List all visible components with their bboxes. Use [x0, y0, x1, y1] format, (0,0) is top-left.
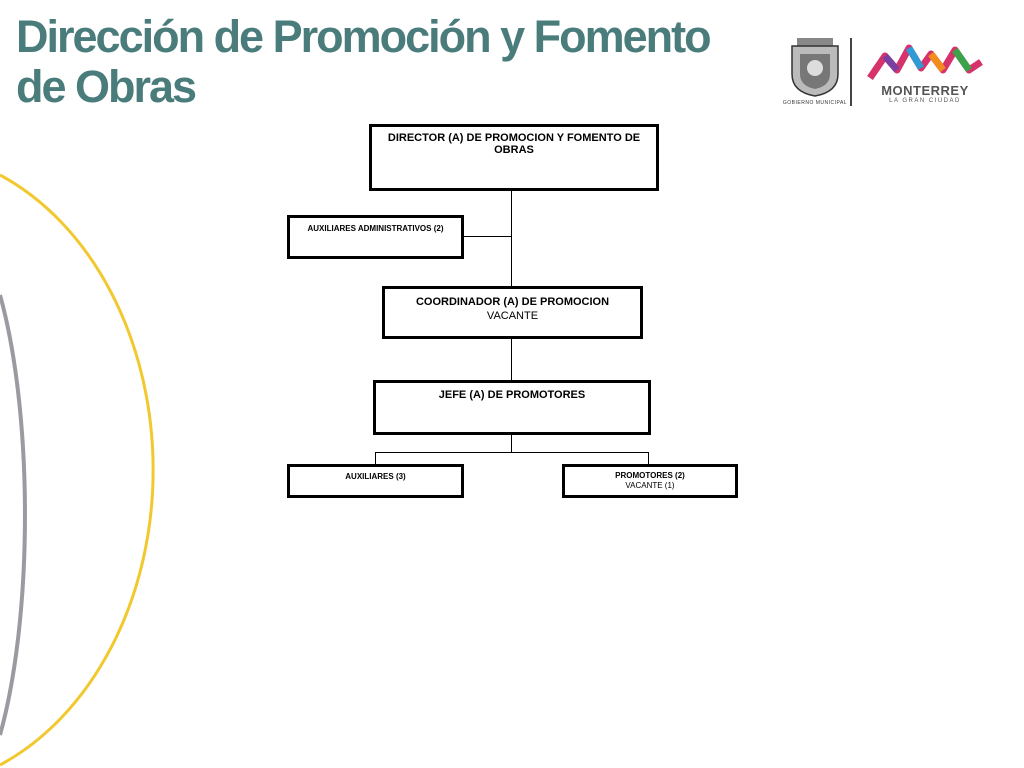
connector-coordinator-head	[511, 338, 512, 381]
promoters-head-box: JEFE (A) DE PROMOTORES	[373, 380, 651, 435]
connector-bus-assistants	[375, 452, 376, 465]
assistants-box: AUXILIARES (3)	[287, 464, 464, 498]
connector-bus-promoters	[648, 452, 649, 465]
city-name: MONTERREY	[881, 83, 969, 98]
coordinator-box: COORDINADOR (A) DE PROMOCION VACANTE	[382, 286, 643, 339]
coordinator-status: VACANTE	[486, 310, 539, 322]
promoters-status: VACANTE (1)	[625, 481, 675, 490]
director-title: DIRECTOR (A) DE PROMOCION Y FOMENTO DE O…	[387, 132, 641, 156]
promoters-title: PROMOTORES (2)	[615, 471, 685, 480]
monterrey-mountains-icon	[867, 44, 983, 80]
connector-admin-assistants	[462, 236, 512, 237]
logo-area: GOBIERNO MUNICIPAL MONTERREY LA GRAN CIU…	[780, 34, 1000, 114]
municipal-label: GOBIERNO MUNICIPAL	[782, 100, 848, 106]
admin-assistants-title: AUXILIARES ADMINISTRATIVOS (2)	[307, 224, 444, 233]
coordinator-title: COORDINADOR (A) DE PROMOCION	[415, 296, 610, 308]
admin-assistants-box: AUXILIARES ADMINISTRATIVOS (2)	[287, 215, 464, 259]
connector-bus	[375, 452, 649, 453]
logo-divider	[850, 38, 852, 106]
promoters-box: PROMOTORES (2) VACANTE (1)	[562, 464, 738, 498]
city-tagline: LA GRAN CIUDAD	[889, 98, 961, 104]
connector-director-coordinator	[511, 190, 512, 288]
page-title: Dirección de Promoción y Fomento de Obra…	[16, 11, 712, 112]
connector-head-bus	[511, 433, 512, 452]
yellow-arc	[0, 173, 155, 767]
gray-arc	[0, 294, 27, 736]
promoters-head-title: JEFE (A) DE PROMOTORES	[438, 389, 586, 401]
director-box: DIRECTOR (A) DE PROMOCION Y FOMENTO DE O…	[369, 124, 659, 191]
municipal-seal-icon	[791, 38, 839, 97]
assistants-title: AUXILIARES (3)	[345, 472, 406, 481]
